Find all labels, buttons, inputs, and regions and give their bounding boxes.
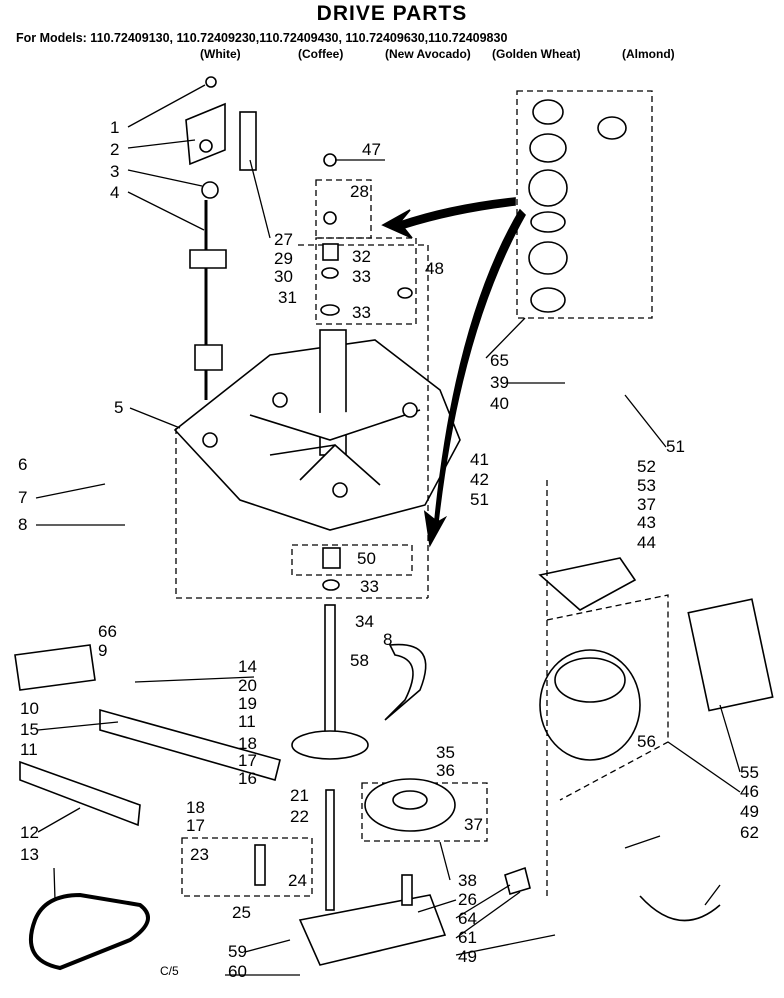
callout-label: 60 [228, 962, 247, 981]
color-label: (White) [200, 47, 241, 61]
callout-label: 12 [20, 823, 39, 842]
callout-label: 3 [110, 162, 119, 181]
callout-label: 5 [114, 398, 123, 417]
callout-label: 29 [274, 249, 293, 268]
callout-label: 4 [110, 183, 119, 202]
callout-label: 47 [362, 140, 381, 159]
color-label: (Almond) [622, 47, 675, 61]
motor [538, 480, 774, 900]
callout-label: 41 [470, 450, 489, 469]
callout-label: 43 [637, 513, 656, 532]
callout-label: 37 [637, 495, 656, 514]
arrow-to-lower-bearing [423, 208, 526, 548]
callout-label: 21 [290, 786, 309, 805]
callout-label: 50 [357, 549, 376, 568]
callout-label: 42 [470, 470, 489, 489]
callout-label: 15 [20, 720, 39, 739]
callout-label: 56 [637, 732, 656, 751]
callout-label: 6 [18, 455, 27, 474]
callout-label: 23 [190, 845, 209, 864]
callout-labels: 1 2 3 4 5 6 7 8 8 9 10 11 11 12 13 14 15… [18, 118, 759, 981]
page-code: C/5 [160, 964, 179, 978]
callout-label: 36 [436, 761, 455, 780]
callout-label: 61 [458, 928, 477, 947]
callout-label: 11 [20, 740, 38, 759]
callout-label: 18 [186, 798, 205, 817]
callout-label: 7 [18, 488, 27, 507]
drive-belt [29, 892, 150, 971]
callout-label: 58 [350, 651, 369, 670]
callout-label: 32 [352, 247, 371, 266]
diagram-title: DRIVE PARTS [316, 2, 468, 25]
callout-label: 65 [490, 351, 509, 370]
callout-label: 66 [98, 622, 117, 641]
callout-label: 38 [458, 871, 477, 890]
callout-label: 10 [20, 699, 39, 718]
models-line: For Models: 110.72409130, 110.72409230,1… [16, 31, 508, 45]
callout-label: 51 [470, 490, 489, 509]
callout-label: 26 [458, 890, 477, 909]
callout-label: 33 [360, 577, 379, 596]
bracket-assembly [185, 76, 257, 400]
callout-label: 48 [425, 259, 444, 278]
callout-label: 44 [637, 533, 656, 552]
callout-label: 62 [740, 823, 759, 842]
callout-label: 17 [238, 751, 257, 770]
callout-label: 19 [238, 694, 257, 713]
transmission [291, 604, 447, 966]
callout-label: 49 [458, 947, 477, 966]
leader-lines [35, 84, 741, 976]
callout-label: 34 [355, 612, 374, 631]
bearing-kit [516, 90, 653, 319]
base-plate [173, 244, 461, 599]
callout-label: 2 [110, 140, 119, 159]
callout-label: 22 [290, 807, 309, 826]
callout-label: 18 [238, 734, 257, 753]
callout-label: 53 [637, 476, 656, 495]
callout-label: 52 [637, 457, 656, 476]
callout-label: 40 [490, 394, 509, 413]
callout-label: 59 [228, 942, 247, 961]
callout-label: 33 [352, 303, 371, 322]
callout-label: 25 [232, 903, 251, 922]
color-label: (Golden Wheat) [492, 47, 581, 61]
callout-label: 24 [288, 871, 307, 890]
bushing-group-box [315, 237, 417, 325]
bearing-group-box [315, 179, 372, 239]
callout-label: 8 [18, 515, 27, 534]
callout-label: 16 [238, 769, 257, 788]
callout-label: 8 [383, 630, 392, 649]
callout-label: 33 [352, 267, 371, 286]
callout-label: 28 [350, 182, 369, 201]
callout-label: 46 [740, 782, 759, 801]
color-label: (New Avocado) [385, 47, 471, 61]
callout-label: 11 [238, 712, 256, 731]
callout-label: 14 [238, 657, 257, 676]
callout-label: 51 [666, 437, 685, 456]
callout-label: 39 [490, 373, 509, 392]
callout-label: 1 [110, 118, 119, 137]
callout-label: 9 [98, 641, 107, 660]
callout-label: 31 [278, 288, 297, 307]
callout-label: 13 [20, 845, 39, 864]
callout-label: 17 [186, 816, 205, 835]
callout-label: 20 [238, 676, 257, 695]
callout-label: 30 [274, 267, 293, 286]
callout-label: 27 [274, 230, 293, 249]
color-label: (Coffee) [298, 47, 344, 61]
callout-label: 35 [436, 743, 455, 762]
callout-label: 37 [464, 815, 483, 834]
callout-label: 49 [740, 802, 759, 821]
arrow-to-bearing [381, 197, 516, 239]
callout-label: 55 [740, 763, 759, 782]
